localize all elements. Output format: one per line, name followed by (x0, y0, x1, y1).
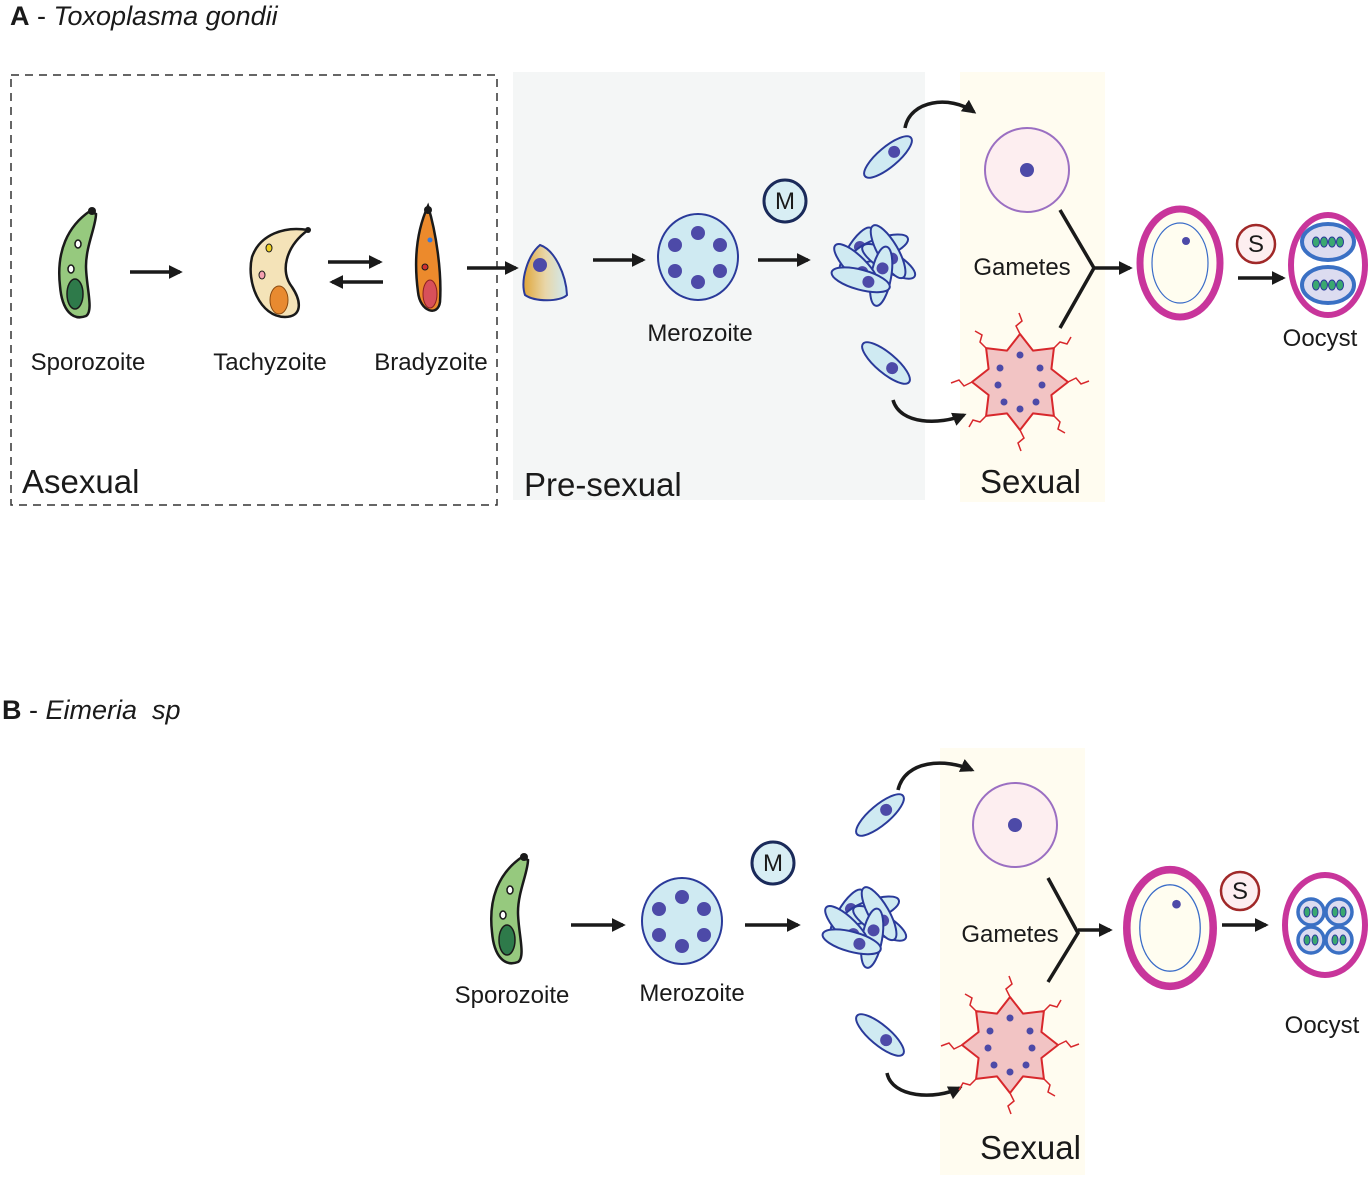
microgamete (984, 127, 1070, 213)
m-badge: M (762, 178, 808, 224)
transition-arrows-b (571, 759, 1269, 1100)
presexual-cell (522, 243, 569, 302)
oocyst-a (1288, 212, 1368, 318)
sporozoite-cell-b (489, 851, 530, 965)
phase-sexual: Sexual (980, 463, 1081, 500)
label-bradyzoite: Bradyzoite (374, 349, 487, 376)
phase-asexual: Asexual (22, 463, 139, 500)
bradyzoite-cell (414, 202, 442, 312)
panel-b: B - Eimeria sp M S (2, 695, 1368, 1175)
zoite-upper-b (849, 787, 911, 843)
svg-text:S: S (1248, 231, 1264, 258)
label-sporozoite: Sporozoite (31, 349, 146, 376)
oocyst-b (1282, 872, 1368, 978)
label-oocyst: Oocyst (1283, 325, 1358, 352)
label-gametes-b: Gametes (961, 921, 1058, 948)
label-gametes: Gametes (973, 254, 1070, 281)
microgamete-b (972, 782, 1058, 868)
merozoite-cluster-b (819, 883, 910, 970)
s-badge-b: S (1219, 870, 1261, 912)
svg-text:M: M (775, 188, 795, 215)
s-badge: S (1235, 223, 1277, 265)
zygote-b (1127, 870, 1213, 987)
label-merozoite: Merozoite (647, 320, 752, 347)
asexual-region (10, 74, 498, 506)
label-tachyzoite: Tachyzoite (213, 349, 326, 376)
transition-arrows (130, 99, 1286, 426)
m-badge-b: M (750, 840, 796, 886)
label-sporozoite-b: Sporozoite (455, 982, 570, 1009)
merozoite-cell-b (641, 877, 723, 965)
zoite-lower-b (849, 1007, 911, 1063)
phase-sexual-b: Sexual (980, 1129, 1081, 1166)
label-oocyst-b: Oocyst (1285, 1012, 1360, 1039)
panel-b-title: B - Eimeria sp (2, 695, 181, 725)
svg-text:M: M (763, 850, 783, 877)
fusion-lines-b (1046, 877, 1081, 983)
tachyzoite-cell (249, 227, 312, 319)
sporozoite-cell (57, 205, 98, 319)
svg-text:S: S (1232, 878, 1248, 905)
merozoite-cell (657, 213, 739, 301)
phase-presexual: Pre-sexual (524, 466, 682, 503)
panel-a-title: A - Toxoplasma gondii (10, 1, 279, 31)
zygote (1140, 209, 1220, 317)
label-merozoite-b: Merozoite (639, 980, 744, 1007)
fusion-lines (1058, 209, 1097, 329)
panel-a: A - Toxoplasma gondii (10, 1, 1368, 506)
